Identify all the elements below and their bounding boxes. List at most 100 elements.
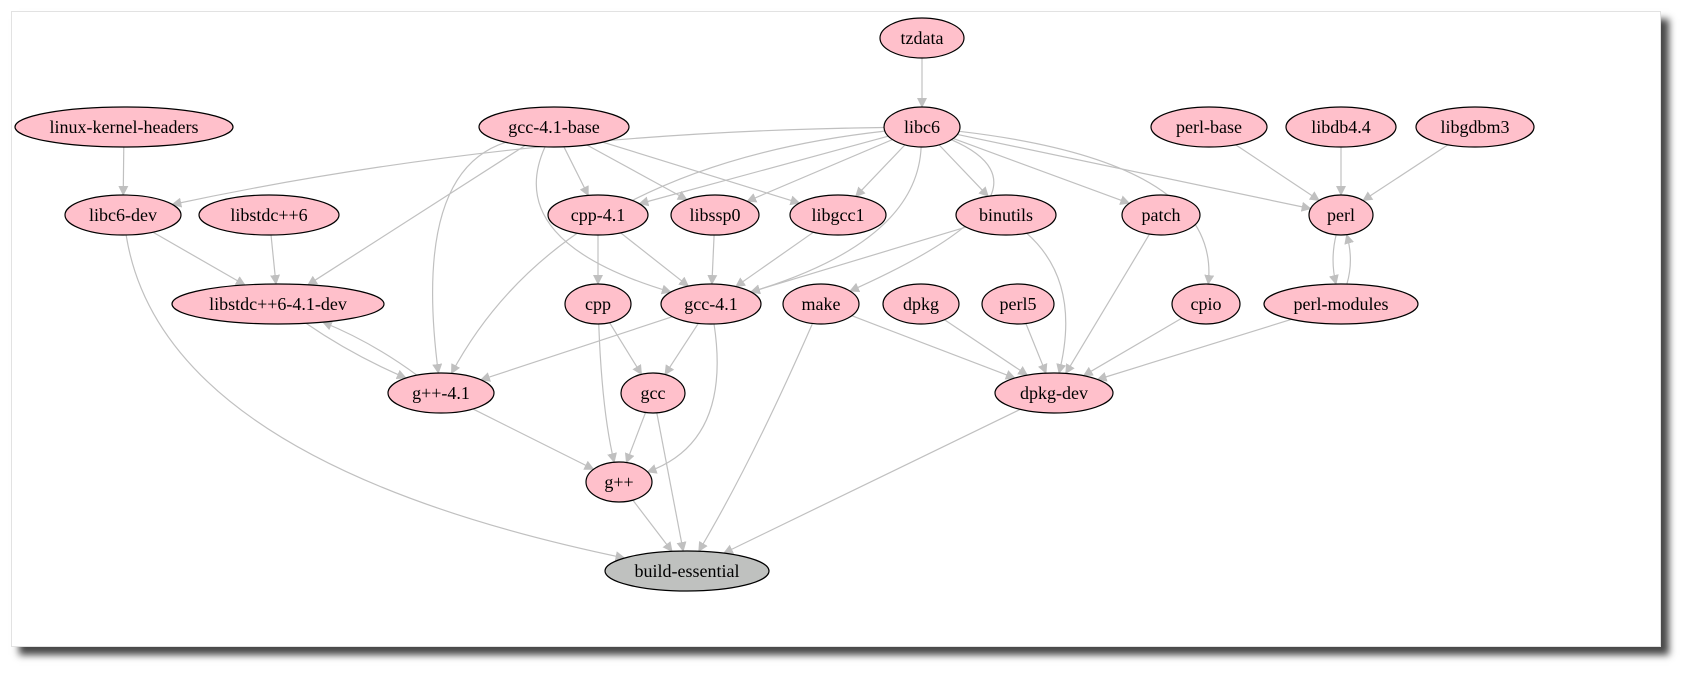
edge-cpp-to-gcc	[609, 322, 642, 376]
dependency-graph: tzdata linux-kernel-headers gcc-4.1-base li…	[14, 17, 1535, 592]
edge-patch-to-dpkg-dev	[1065, 233, 1151, 375]
node-ellipse	[1121, 194, 1201, 236]
edge-gcc-to-g++	[624, 412, 647, 464]
node-label: libgcc1	[812, 205, 865, 225]
edge-libc6-to-patch	[952, 137, 1131, 205]
node-label: tzdata	[901, 28, 944, 48]
node-tzdata: tzdata	[879, 17, 965, 59]
node-ellipse	[585, 461, 653, 503]
node-ellipse	[789, 194, 887, 236]
node-libstdc++6: libstdc++6	[198, 194, 340, 236]
node-ellipse	[564, 283, 632, 325]
edge-libc6-dev-to-libstdc++6-4.1-dev	[152, 231, 246, 286]
node-linux-kernel-headers: linux-kernel-headers	[14, 106, 234, 148]
node-libstdc++6-4.1-dev: libstdc++6-4.1-dev	[171, 283, 385, 325]
node-ellipse	[879, 17, 965, 59]
edge-libc6-to-libssp0	[746, 139, 893, 203]
node-gcc-4.1: gcc-4.1	[660, 283, 762, 325]
node-label: patch	[1142, 205, 1181, 225]
edge-gcc-4.1-to-g++-4.1	[479, 316, 673, 382]
node-ellipse	[1171, 283, 1241, 325]
node-ellipse	[64, 194, 182, 236]
edge-gcc-4.1-base-to-cpp-4.1	[563, 146, 589, 197]
node-perl5: perl5	[981, 283, 1055, 325]
node-label: dpkg	[903, 294, 939, 314]
node-ellipse	[1308, 194, 1374, 236]
node-label: perl	[1327, 205, 1355, 225]
nodes-layer: tzdata linux-kernel-headers gcc-4.1-base li…	[14, 17, 1535, 592]
node-ellipse	[994, 372, 1114, 414]
edge-cpp-to-g++	[598, 323, 617, 464]
node-label: g++	[604, 472, 633, 492]
node-cpp-4.1: cpp-4.1	[547, 194, 649, 236]
node-label: make	[802, 294, 841, 314]
node-ellipse	[387, 372, 495, 414]
node-label: gcc	[641, 383, 666, 403]
node-label: cpio	[1191, 294, 1222, 314]
node-build-essential: build-essential	[604, 550, 770, 592]
node-label: libc6	[904, 117, 940, 137]
node-label: libc6-dev	[89, 205, 157, 225]
node-label: libssp0	[689, 205, 740, 225]
node-label: libgdbm3	[1440, 117, 1509, 137]
node-ellipse	[620, 372, 686, 414]
node-ellipse	[782, 283, 860, 325]
edge-libgcc1-to-gcc-4.1	[734, 231, 814, 288]
edge-binutils-to-gcc-4.1	[749, 226, 967, 295]
node-label: binutils	[979, 205, 1033, 225]
edge-perl-to-perl-modules	[1328, 234, 1339, 286]
node-cpp: cpp	[564, 283, 632, 325]
node-ellipse	[171, 283, 385, 325]
edge-perl-base-to-perl	[1235, 144, 1320, 201]
node-label: gcc-4.1	[684, 294, 737, 314]
edge-libstdc++6-to-libstdc++6-4.1-dev	[270, 234, 281, 285]
node-dpkg: dpkg	[882, 283, 960, 325]
node-label: gcc-4.1-base	[508, 117, 599, 137]
edge-perl5-to-dpkg-dev	[1025, 323, 1048, 375]
edge-gcc-4.1-base-to-libssp0	[586, 144, 688, 201]
edge-cpp-4.1-to-gcc-4.1	[620, 232, 690, 287]
graph-canvas: tzdata linux-kernel-headers gcc-4.1-base li…	[11, 11, 1661, 647]
node-libc6: libc6	[883, 106, 961, 148]
edge-libc6-to-binutils	[938, 144, 989, 198]
edge-libc6-to-cpio	[959, 130, 1215, 286]
edge-gcc-4.1-base-to-libstdc++6-4.1-dev	[307, 144, 526, 286]
node-binutils: binutils	[955, 194, 1057, 236]
edge-perl-modules-to-perl	[1344, 233, 1354, 285]
node-ellipse	[1263, 283, 1419, 325]
node-label: build-essential	[635, 561, 740, 581]
edge-gcc-4.1-base-to-libgcc1	[602, 141, 801, 206]
edge-libc6-to-g++-4.1	[450, 130, 885, 375]
edge-libc6-to-libgcc1	[855, 144, 906, 198]
node-label: cpp-4.1	[571, 205, 625, 225]
edge-g++-to-build-essential	[632, 499, 673, 553]
node-label: libstdc++6-4.1-dev	[209, 294, 347, 314]
node-ellipse	[1150, 106, 1268, 148]
edge-dpkg-dev-to-build-essential	[722, 408, 1021, 554]
node-g++-4.1: g++-4.1	[387, 372, 495, 414]
edge-dpkg-to-dpkg-dev	[944, 319, 1029, 376]
node-label: perl-modules	[1294, 294, 1389, 314]
edge-g++-4.1-to-g++	[472, 408, 595, 470]
edge-linux-kernel-headers-to-libc6-dev	[118, 146, 129, 196]
node-ellipse	[604, 550, 770, 592]
edge-gcc-4.1-base-to-gcc-4.1	[535, 146, 672, 295]
edge-make-to-build-essential	[698, 323, 814, 553]
node-perl: perl	[1308, 194, 1374, 236]
edge-cpio-to-dpkg-dev	[1082, 317, 1183, 377]
node-ellipse	[547, 194, 649, 236]
node-label: g++-4.1	[412, 383, 470, 403]
node-libgcc1: libgcc1	[789, 194, 887, 236]
node-ellipse	[660, 283, 762, 325]
edge-libc6-to-perl	[957, 133, 1312, 212]
node-label: libdb4.4	[1311, 117, 1371, 137]
node-ellipse	[1285, 106, 1397, 148]
node-ellipse	[14, 106, 234, 148]
node-label: perl-base	[1176, 117, 1242, 137]
edge-libc6-to-gcc-4.1	[749, 146, 922, 295]
node-cpio: cpio	[1171, 283, 1241, 325]
node-gcc: gcc	[620, 372, 686, 414]
node-gcc-4.1-base: gcc-4.1-base	[478, 106, 630, 148]
node-ellipse	[883, 106, 961, 148]
node-dpkg-dev: dpkg-dev	[994, 372, 1114, 414]
